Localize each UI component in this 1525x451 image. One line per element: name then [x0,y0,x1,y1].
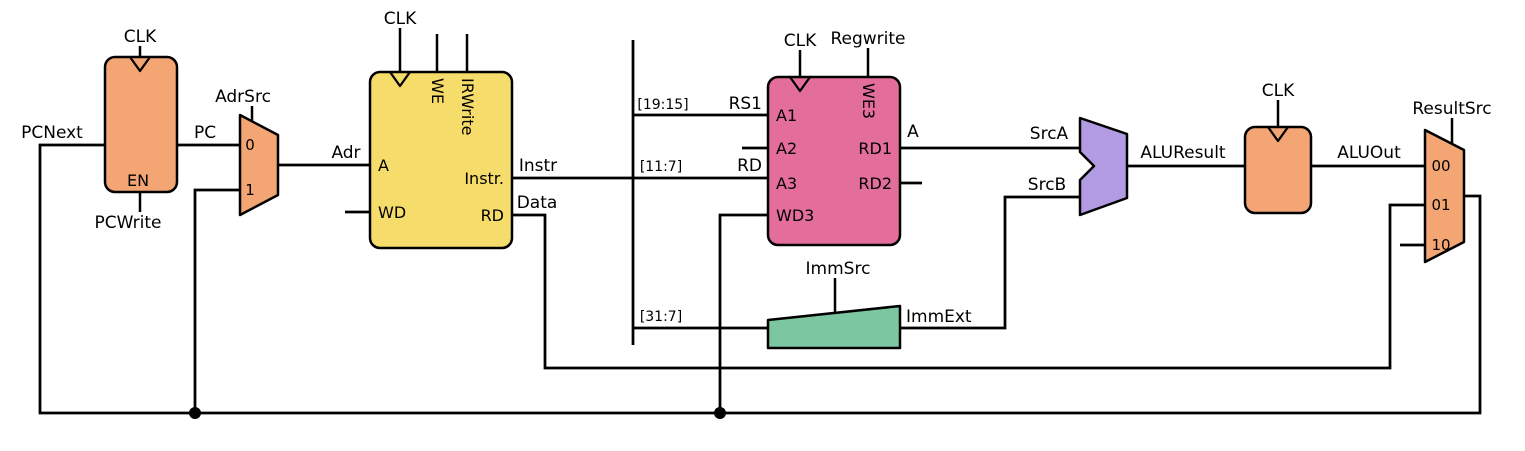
resultsrc-in10-label: 10 [1431,236,1450,254]
srcb-label: SrcB [1028,175,1066,195]
clock-edge-icon [789,76,811,93]
mem-irwrite-label: IRWrite [458,78,477,135]
adr-label: Adr [331,143,360,163]
mem-wd-port-label: WD [378,203,406,222]
clock-edge-icon [129,56,151,73]
alu-block [1078,116,1129,217]
srca-label: SrcA [1030,124,1069,144]
rf-we3-label: WE3 [859,83,878,119]
bits-19-15-label: [19:15] [637,97,688,113]
rf-a1-port-label: A1 [776,106,797,125]
aluout-clk-label: CLK [1262,81,1295,101]
pc-en-port-label: EN [127,171,149,190]
rf-a3-port-label: A3 [776,174,797,193]
junction-dot [189,407,201,419]
pc-register-block [103,55,179,194]
mem-a-port-label: A [378,156,389,175]
register-file-block [766,75,902,247]
rf-a2-port-label: A2 [776,139,797,158]
wire-wd3-feedback [718,213,768,413]
pc-label: PC [194,123,216,143]
adrsrc-in1-label: 1 [245,181,255,199]
resultsrc-in00-label: 00 [1431,157,1450,175]
junction-dot [714,407,726,419]
resultsrc-mux-block [1423,128,1466,264]
adrsrc-label: AdrSrc [215,87,271,107]
pcwrite-label: PCWrite [94,213,161,233]
extend-block [766,304,902,350]
immsrc-label: ImmSrc [806,259,871,279]
rd-tap-label: RD [737,156,762,176]
data-wire-label: Data [517,193,558,213]
adrsrc-in0-label: 0 [245,136,255,154]
bits-11-7-label: [11:7] [640,159,682,175]
memory-block [368,70,514,250]
rf-clk-label: CLK [784,31,817,51]
mem-rd-port-label: RD [481,206,504,225]
adrsrc-mux-block [238,113,280,217]
rf-a-out-label: A [907,122,919,142]
wire-immext-srcb [900,195,1080,330]
rf-rd1-port-label: RD1 [858,139,892,158]
bits-31-7-label: [31:7] [640,309,682,325]
rf-rd2-port-label: RD2 [858,174,892,193]
mem-clk-label: CLK [384,9,417,29]
regwrite-label: Regwrite [830,29,905,49]
mem-we-label: WE [428,78,447,104]
clock-edge-icon [1267,126,1289,143]
rf-wd3-port-label: WD3 [776,206,814,225]
wire-result-to-adrmux1 [193,188,240,413]
pc-clk-label: CLK [124,27,157,47]
rs1-label: RS1 [729,94,762,114]
immext-label: ImmExt [906,307,972,327]
aluout-register-block [1243,125,1313,215]
clock-edge-icon [389,71,411,88]
wire-data [512,203,1425,370]
aluresult-label: ALUResult [1140,143,1226,163]
mem-instr-port-label: Instr. [464,169,504,188]
resultsrc-in01-label: 01 [1431,196,1450,214]
pcnext-label: PCNext [21,123,83,143]
resultsrc-label: ResultSrc [1412,99,1491,119]
instr-wire-label: Instr [519,156,557,176]
aluout-label: ALUOut [1337,143,1401,163]
wire-result-bus [38,143,1482,415]
